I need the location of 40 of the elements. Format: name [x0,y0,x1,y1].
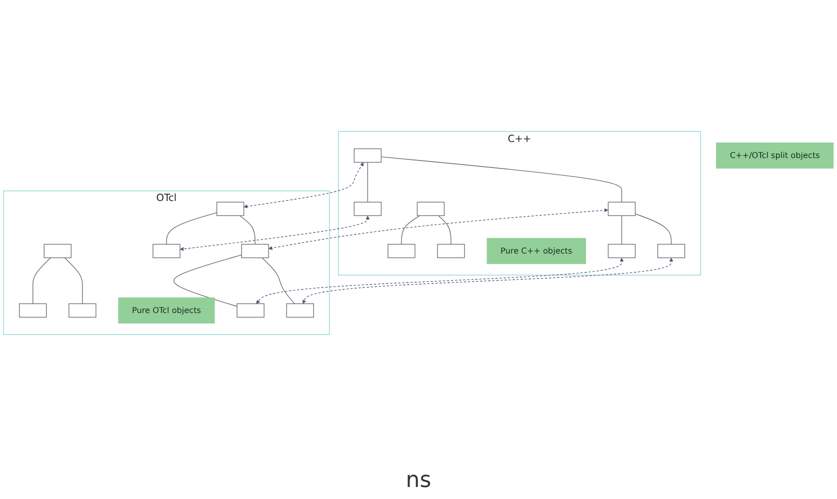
connector [239,215,256,245]
node-box [241,244,269,258]
connector [438,215,452,245]
node-box [608,244,636,258]
connector [634,213,672,245]
node-box [416,202,445,216]
node-box [68,303,96,318]
arrow [180,216,370,251]
cluster [338,131,701,276]
node-box [118,297,215,324]
connector [401,215,420,245]
connector [174,254,242,307]
node-box [354,202,382,216]
node-box [216,202,244,216]
node-box [486,238,586,264]
arrow [256,258,624,304]
connector [32,257,52,304]
connector [64,257,83,304]
node-box [354,148,382,163]
node-box [286,303,314,318]
node-box [608,202,636,216]
connector [621,215,622,245]
node-box [388,244,416,258]
node-box [657,244,686,258]
node-box [236,303,264,318]
connector [367,162,368,202]
connector [262,257,295,304]
diagram-label: ns [406,468,432,493]
arrow [302,258,674,304]
connector [166,212,218,245]
cluster [3,190,330,335]
arrow [268,208,608,250]
node-box [437,244,465,258]
node-box [44,244,72,258]
node-box [152,244,180,258]
arrow [244,162,364,208]
connector [380,156,622,202]
node-box [716,142,834,169]
node-box [19,303,47,318]
diagram-drawing: OTcl C++ Pure C++ objects Pure OTcl objects C++/OTcl split objects [0,0,837,466]
